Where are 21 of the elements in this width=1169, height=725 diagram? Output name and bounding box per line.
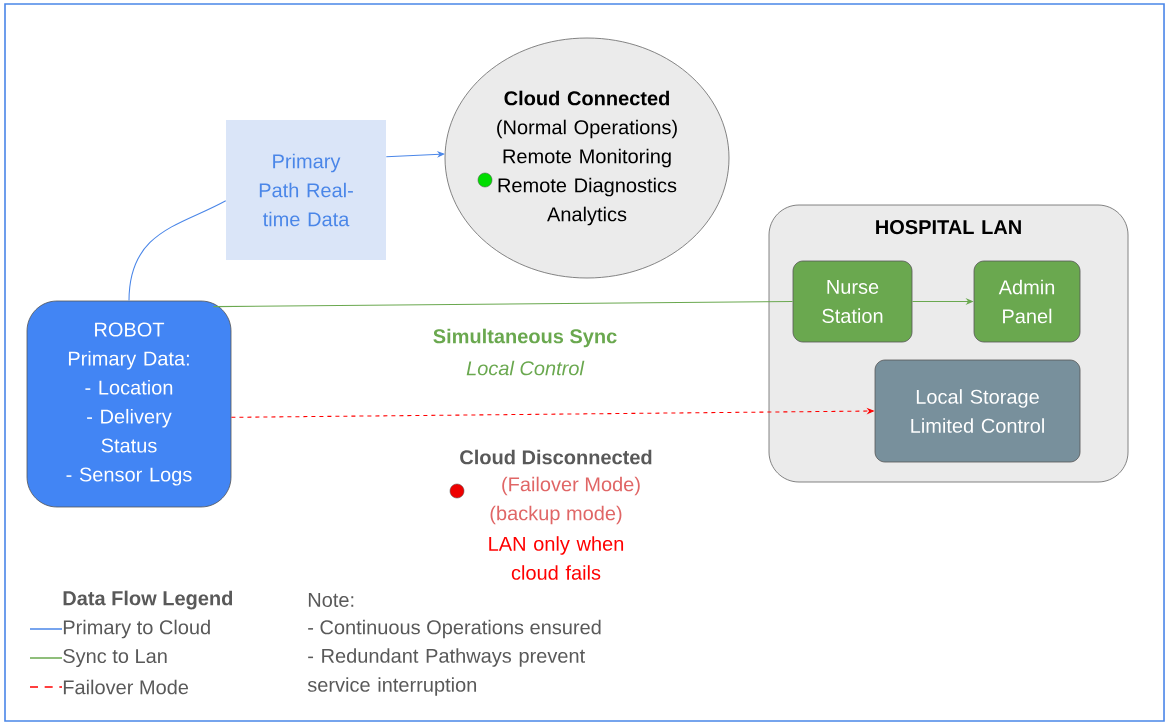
storage-box: Local Storage Limited Control — [874, 359, 1081, 463]
annotation-text: Note: — [308, 593, 354, 607]
annotation-text: Local Control — [466, 360, 585, 376]
annotation-text: (Failover Mode) — [502, 476, 640, 496]
annotation-text: Data Flow Legend — [63, 590, 233, 610]
annotation-text: LAN only when cloud fails — [489, 536, 624, 580]
legend-item: Sync to Lan — [29, 648, 167, 668]
path-label-box: Primary Path Real-time Data — [226, 120, 386, 260]
annotation-text: Cloud Disconnected — [460, 449, 652, 465]
legend-item: Primary to Cloud — [29, 619, 210, 639]
annotation-text: - Continuous Operations ensured — [308, 619, 601, 639]
legend-item: Failover Mode — [29, 679, 189, 695]
robot-box: ROBOT Primary Data: - Location - Delivery Status - Sensor Logs — [26, 300, 232, 508]
connector-line — [128, 200, 227, 302]
annotation-text: - Redundant Pathways prevent service interruption — [307, 648, 585, 696]
panel-box: Admin Panel — [973, 260, 1081, 343]
station-box: Nurse Station — [792, 260, 913, 343]
annotation-text: Simultaneous Sync — [433, 328, 617, 348]
annotation-text: (backup mode) — [490, 505, 622, 525]
arrow — [385, 150, 445, 158]
connector-line — [212, 300, 794, 308]
